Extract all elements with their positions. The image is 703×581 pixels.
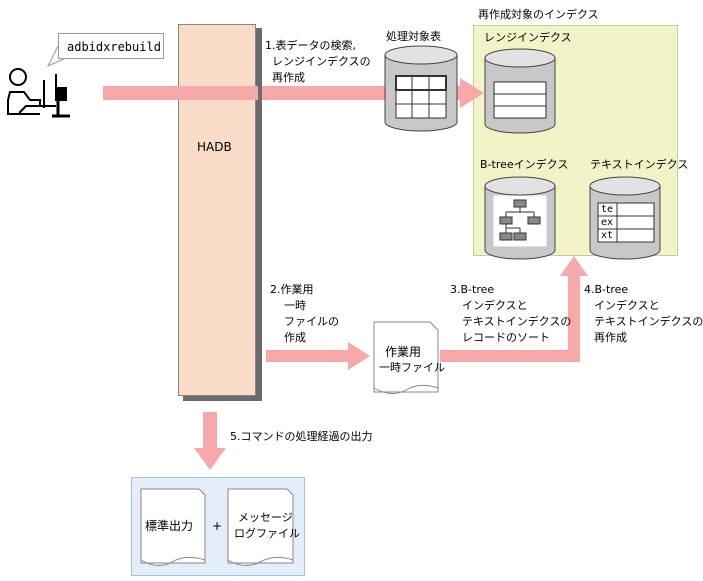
processing-table-cylinder bbox=[384, 45, 458, 132]
step2-line1: 2.作業用 bbox=[270, 283, 314, 296]
step2-line2: 一時 bbox=[284, 299, 306, 312]
step4-line3: テキストインデクスの bbox=[594, 315, 703, 328]
range-index-cylinder bbox=[484, 48, 556, 134]
btree-index-label: B-treeインデクス bbox=[480, 158, 569, 171]
step1-line1: 1.表データの検索, bbox=[265, 39, 356, 52]
processing-table-label: 処理対象表 bbox=[386, 30, 441, 43]
step3-line2: インデクスと bbox=[462, 299, 528, 312]
hadb-label: HADB bbox=[197, 140, 232, 154]
step4-line1: 4.B-tree bbox=[584, 283, 629, 296]
step1-line2: レンジインデクスの bbox=[272, 55, 371, 68]
step3-line1: 3.B-tree bbox=[450, 283, 495, 296]
hadb-server bbox=[178, 24, 256, 396]
range-index-label: レンジインデクス bbox=[484, 31, 572, 44]
text-index-cell-3: xt bbox=[601, 230, 614, 241]
hadb-shadow-bottom bbox=[183, 396, 262, 401]
message-log-line2: ログファイル bbox=[234, 527, 300, 540]
hadb-shadow bbox=[256, 28, 262, 400]
arrow-step2 bbox=[266, 342, 370, 370]
command-bubble: adbidxrebuild bbox=[58, 33, 164, 59]
text-index-cell-1: te bbox=[601, 204, 614, 215]
text-index-cylinder bbox=[589, 176, 661, 260]
user-at-computer-icon bbox=[7, 68, 70, 118]
arrow-step3-4 bbox=[440, 256, 588, 362]
message-log-line1: メッセージ bbox=[238, 511, 293, 524]
message-log-document bbox=[227, 488, 294, 566]
step5-label: 5.コマンドの処理経過の出力 bbox=[230, 430, 373, 443]
text-index-label: テキストインデクス bbox=[590, 158, 689, 171]
btree-index-cylinder bbox=[484, 176, 556, 260]
plus-sign: + bbox=[212, 519, 223, 533]
bubble-pointer bbox=[46, 45, 67, 68]
step2-line3: ファイルの bbox=[284, 315, 339, 328]
step2-line4: 作成 bbox=[284, 331, 306, 344]
step4-line4: 再作成 bbox=[594, 331, 627, 344]
arrow-step5 bbox=[194, 412, 226, 470]
arrow-step1-over-hadb bbox=[178, 86, 258, 100]
step1-line3: 再作成 bbox=[272, 71, 305, 84]
step3-line4: レコードのソート bbox=[462, 331, 550, 344]
step4-line2: インデクスと bbox=[594, 299, 660, 312]
work-file-line1: 作業用 bbox=[385, 345, 422, 359]
text-index-cell-2: ex bbox=[601, 217, 614, 228]
diagram-canvas bbox=[7, 45, 661, 566]
work-file-line2: 一時ファイル bbox=[379, 361, 445, 374]
work-file-document bbox=[373, 321, 439, 394]
standard-output-label: 標準出力 bbox=[145, 519, 194, 533]
standard-output-document bbox=[140, 488, 206, 566]
target-indexes-title: 再作成対象のインデクス bbox=[478, 8, 599, 21]
step3-line3: テキストインデクスの bbox=[462, 315, 572, 328]
